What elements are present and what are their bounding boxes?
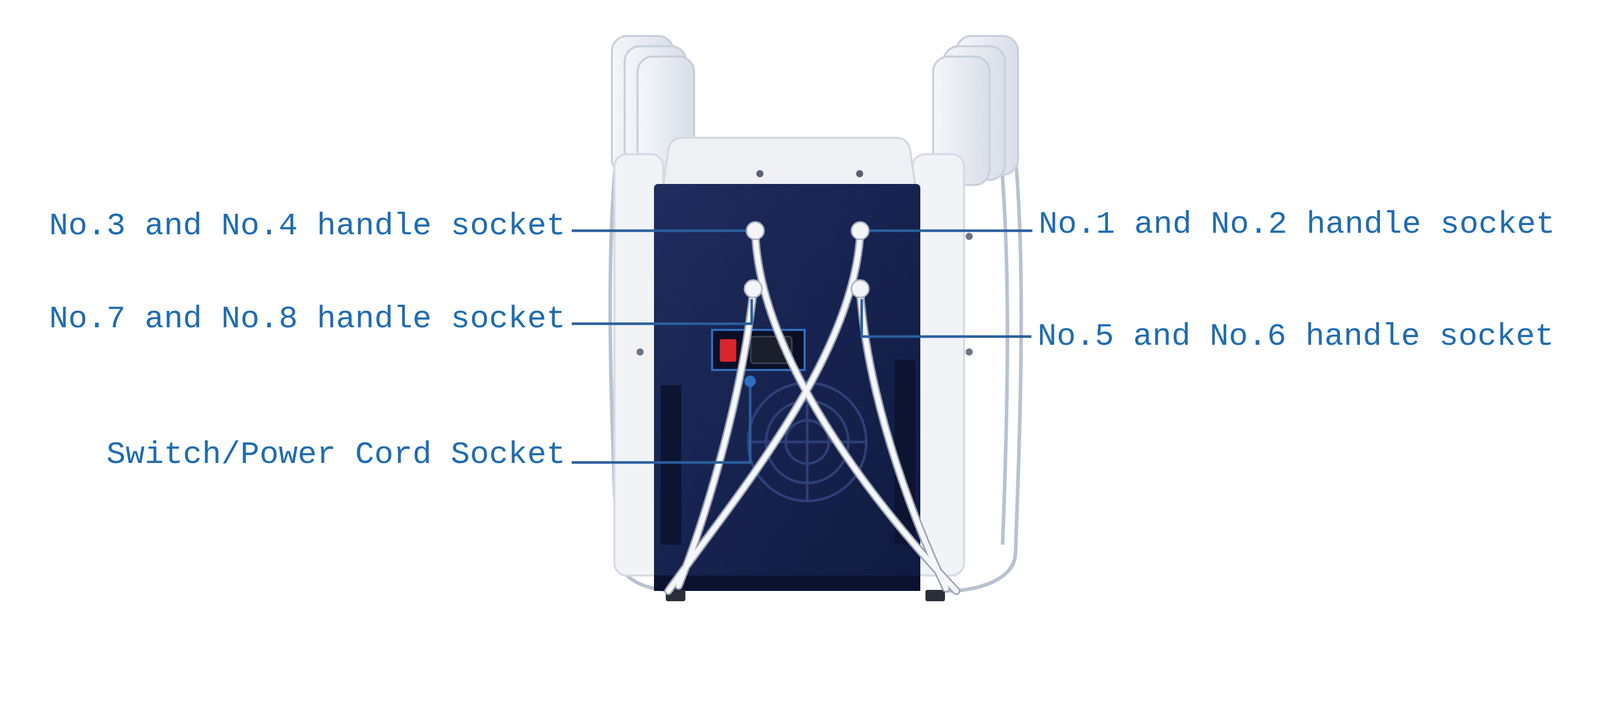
cable <box>668 233 861 592</box>
callout-label: No.7 and No.8 handle socket <box>48 301 566 337</box>
screw <box>965 348 973 356</box>
callout-label: No.5 and No.6 handle socket <box>1037 319 1555 355</box>
callout-label: Switch/Power Cord Socket <box>106 437 566 473</box>
screw <box>965 232 973 241</box>
leader-line <box>571 381 751 463</box>
socket <box>851 222 869 240</box>
leader-dot <box>744 375 756 388</box>
screw <box>756 170 764 178</box>
foot <box>925 590 945 602</box>
screw <box>856 170 864 178</box>
handle-sockets <box>744 222 869 298</box>
leader-line <box>571 229 746 233</box>
socket-cables <box>668 233 957 592</box>
top-cap <box>663 137 916 186</box>
callout-label: No.1 and No.2 handle socket <box>1038 207 1556 243</box>
screw <box>636 348 644 356</box>
back-panel <box>653 184 921 591</box>
cable <box>755 233 957 592</box>
leader-line <box>869 229 1033 233</box>
cable <box>678 292 754 587</box>
cable <box>678 292 754 587</box>
leader-line <box>861 299 1032 337</box>
leader-line <box>571 299 752 324</box>
socket <box>746 222 765 240</box>
power-switch <box>719 339 737 362</box>
panel-strip <box>660 385 682 545</box>
callout-label: No.3 and No.4 handle socket <box>48 208 566 244</box>
cable <box>755 233 957 592</box>
socket <box>744 280 762 298</box>
base <box>653 575 921 592</box>
socket <box>851 280 869 298</box>
leader-lines <box>571 230 1033 463</box>
handle-cables <box>610 92 1022 592</box>
